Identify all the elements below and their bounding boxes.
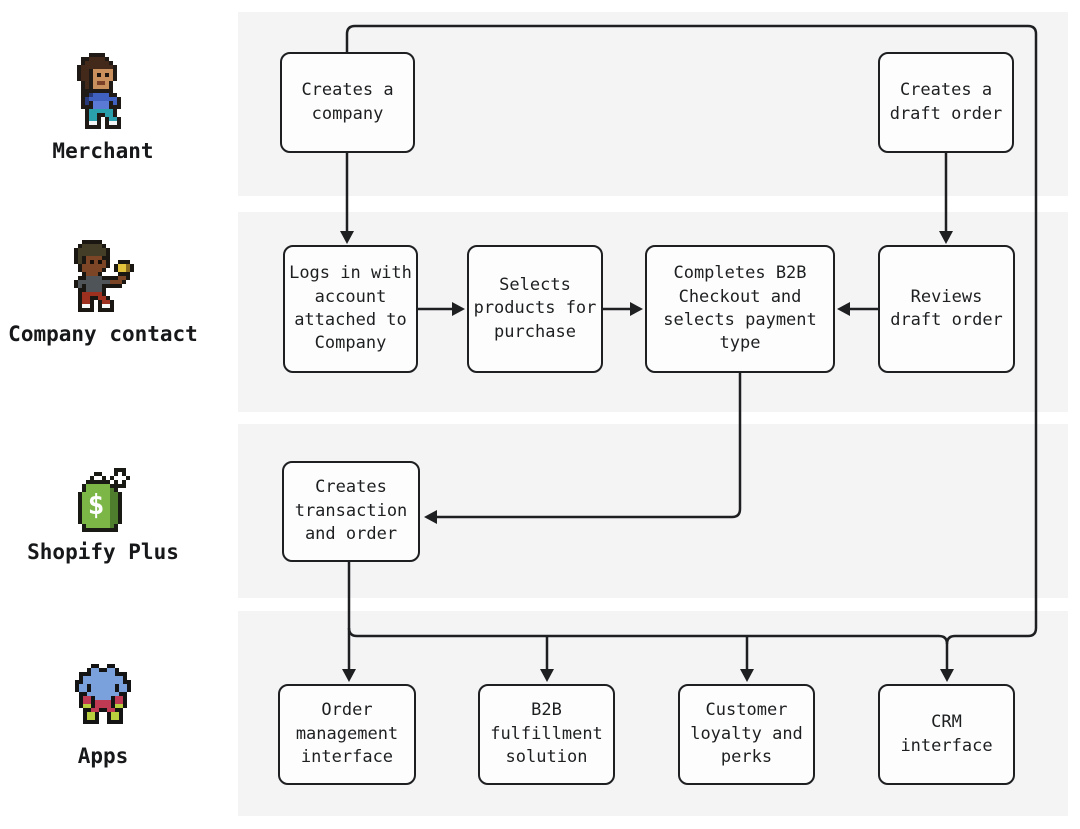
- node-reviews-draft-order: Reviews draft order: [878, 245, 1015, 373]
- node-customer-loyalty: Customer loyalty and perks: [678, 684, 815, 785]
- lane-label-shopify-plus: Shopify Plus: [27, 540, 179, 564]
- svg-text:$: $: [88, 488, 105, 521]
- apps-puzzle-icon: [75, 664, 131, 724]
- node-crm-interface: CRM interface: [878, 684, 1015, 785]
- node-b2b-fulfillment: B2B fulfillment solution: [478, 684, 615, 785]
- node-completes-checkout: Completes B2B Checkout and selects payme…: [645, 245, 835, 373]
- company-contact-icon: [74, 240, 134, 312]
- node-creates-draft-order: Creates a draft order: [878, 52, 1014, 153]
- node-order-management: Order management interface: [278, 684, 416, 785]
- shopify-plus-bag-icon: $: [78, 468, 130, 532]
- lane-label-apps: Apps: [77, 744, 129, 768]
- lane-label-merchant: Merchant: [52, 139, 154, 163]
- lane-label-company-contact: Company contact: [8, 322, 198, 346]
- node-selects-products: Selects products for purchase: [467, 245, 603, 373]
- node-creates-company: Creates a company: [280, 52, 415, 153]
- node-creates-transaction: Creates transaction and order: [282, 461, 420, 562]
- merchant-icon: [77, 53, 121, 129]
- node-logs-in: Logs in with account attached to Company: [283, 245, 418, 373]
